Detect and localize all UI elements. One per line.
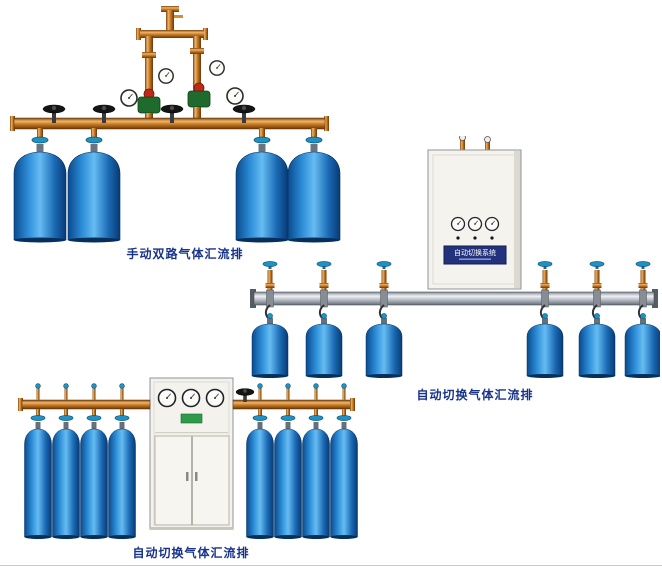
cylinder-station (578, 261, 616, 379)
cabinet-door-left (154, 435, 192, 526)
door-handle (186, 472, 189, 481)
pressure-gauge (120, 89, 138, 107)
caption-auto-switch-floor: 自动切换气体汇流排 (132, 546, 250, 560)
valve-riser (341, 383, 347, 401)
pressure-gauge (484, 216, 500, 232)
gas-cylinder (13, 127, 67, 243)
gas-cylinder (251, 312, 289, 379)
gas-cylinder (80, 408, 108, 540)
valve-riser (313, 383, 319, 401)
valve-riser (257, 383, 263, 401)
manual-double-manifold-illustration (10, 6, 341, 243)
figure-auto-switch-wall-manifold: 自动切换系统 (248, 136, 660, 382)
gas-cylinder (624, 312, 660, 379)
manifold-pipe (250, 289, 658, 308)
cylinder-station (365, 261, 403, 379)
valve-riser (63, 383, 69, 401)
figure-auto-switch-floor-manifold (14, 372, 358, 548)
pressure-regulator-left (120, 68, 174, 120)
bottom-divider (0, 565, 662, 566)
pressure-gauge (209, 60, 225, 76)
pressure-regulator-right (187, 60, 244, 120)
manifold-pipe-left (18, 398, 151, 411)
valve-riser (119, 383, 125, 401)
main-manifold-pipe (10, 116, 329, 131)
gas-cylinder (246, 408, 274, 540)
valve-riser (91, 383, 97, 401)
pressure-gauge (467, 216, 483, 232)
gas-cylinder (67, 127, 121, 243)
door-handle (195, 472, 198, 481)
gas-cylinder (305, 312, 343, 379)
pressure-gauge (205, 388, 225, 408)
valve-riser (285, 383, 291, 401)
cylinder-station (251, 261, 289, 379)
pressure-gauge (450, 216, 466, 232)
cabinet-door-right (192, 435, 230, 526)
gas-cylinder (24, 408, 52, 540)
cylinder-station (624, 261, 660, 379)
cabinet-badge (180, 413, 203, 424)
gas-cylinder (526, 312, 564, 379)
manifold-top-assembly (136, 6, 208, 102)
control-cabinet (149, 377, 234, 530)
caption-manual-double: 手动双路气体汇流排 (126, 247, 244, 261)
figure-manual-double-manifold (6, 6, 342, 258)
caption-auto-switch-wall: 自动切换气体汇流排 (416, 388, 534, 402)
pressure-gauge (158, 68, 174, 84)
gas-cylinder (52, 408, 80, 540)
auto-switch-wall-illustration: 自动切换系统 (250, 136, 660, 379)
pressure-gauge (157, 388, 177, 408)
gas-cylinder (108, 408, 136, 540)
indicator-light (490, 236, 494, 240)
valve-riser (35, 383, 41, 401)
control-cabinet: 自动切换系统 (427, 136, 522, 290)
indicator-light (456, 236, 460, 240)
cylinder-station (526, 261, 564, 379)
cabinet-label-text: 自动切换系统 (454, 248, 496, 257)
cylinder-station (305, 261, 343, 379)
auto-switch-floor-illustration (18, 377, 358, 540)
gas-cylinder (578, 312, 616, 379)
gas-cylinder (330, 408, 358, 540)
manifold-pipe-right (232, 398, 355, 411)
gas-cylinder (302, 408, 330, 540)
pressure-gauge (181, 388, 201, 408)
gas-cylinder (365, 312, 403, 379)
pressure-gauge (226, 87, 244, 105)
gas-cylinder (274, 408, 302, 540)
indicator-light (473, 236, 477, 240)
